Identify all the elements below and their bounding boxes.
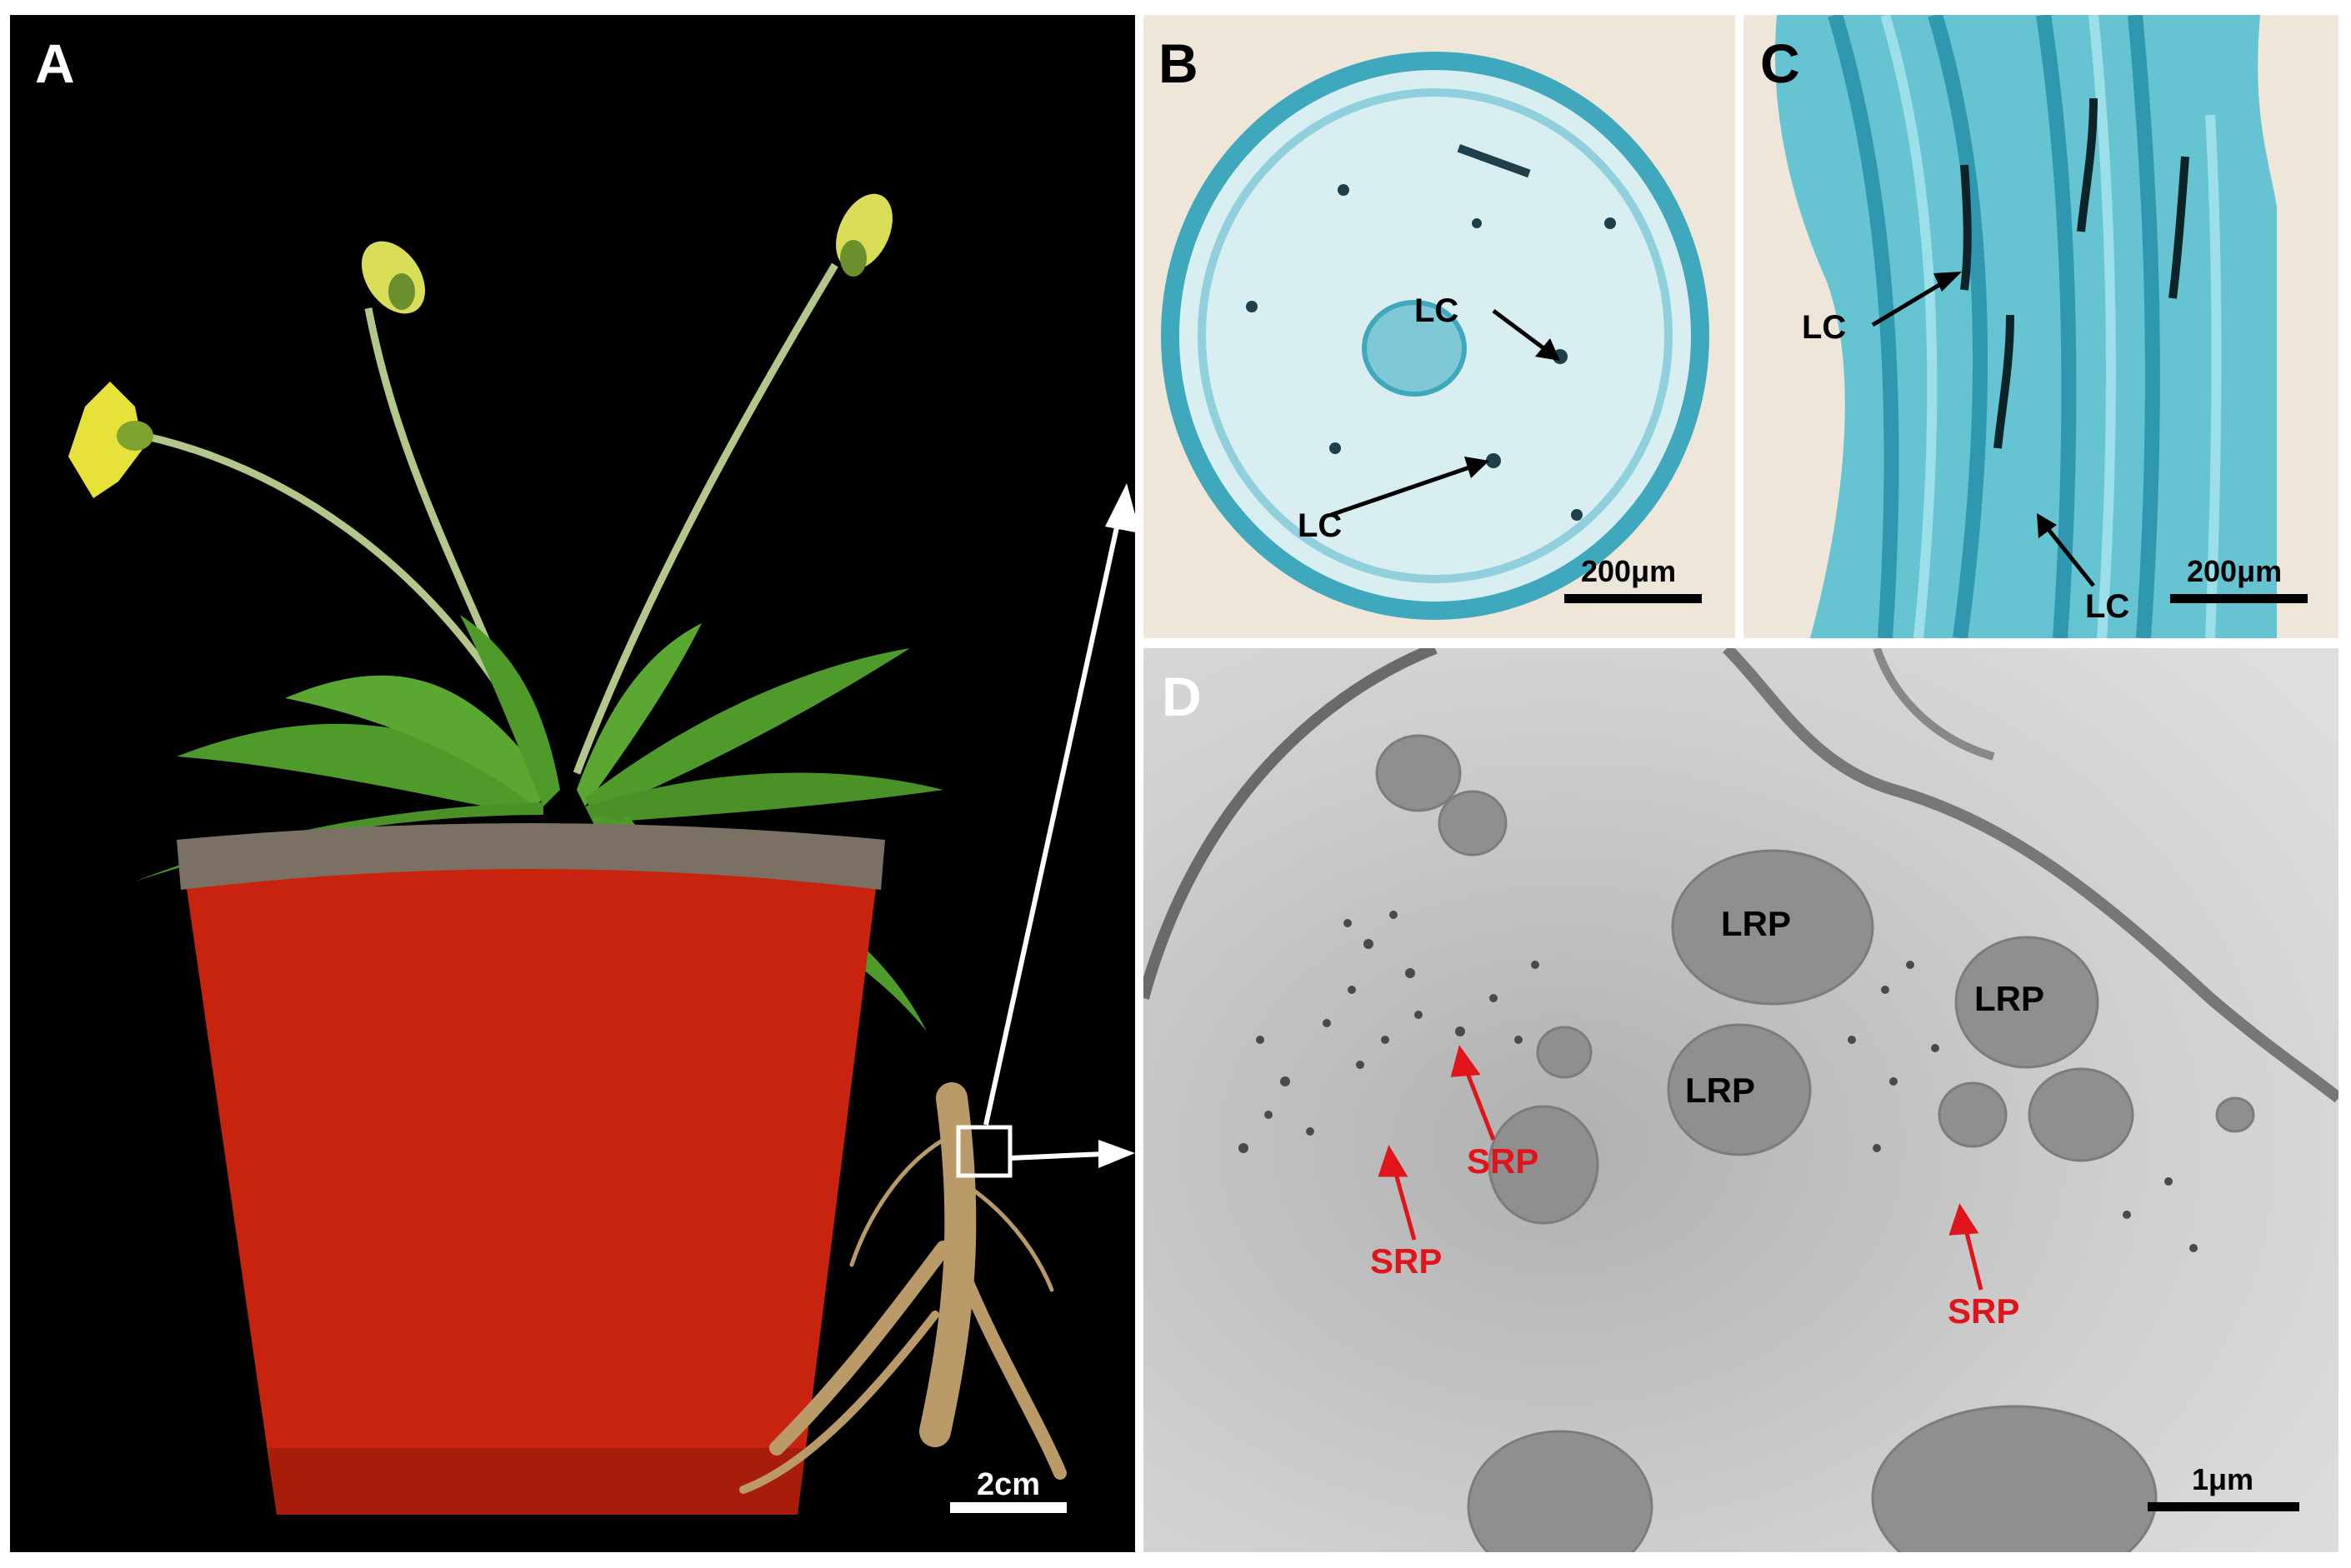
- annotation-lc: LC: [2085, 588, 2130, 625]
- scale-label-c: 200μm: [2187, 554, 2283, 588]
- cross-section-micrograph: [1161, 52, 1709, 620]
- flower-stalk: [143, 432, 530, 734]
- panel-label-a: A: [35, 32, 75, 94]
- flower-head: [836, 193, 893, 277]
- panel-label-d: D: [1162, 666, 1202, 727]
- panel-b: B LC LC 200μm: [1143, 15, 1735, 638]
- tem-micrograph: [1143, 648, 2338, 1552]
- annotation-lc: LC: [1802, 309, 1847, 346]
- longitudinal-section-micrograph: [1775, 15, 2277, 638]
- annotation-srp: SRP: [1467, 1141, 1539, 1181]
- root-selection-box: [956, 1125, 1013, 1178]
- flower-head: [68, 382, 153, 498]
- annotation-srp: SRP: [1948, 1291, 2020, 1331]
- annotation-lrp: LRP: [1721, 904, 1791, 943]
- annotation-lc: LC: [1414, 292, 1459, 329]
- panel-label-b: B: [1158, 32, 1198, 94]
- scale-bar-a: [950, 1502, 1067, 1513]
- annotation-lrp: LRP: [1974, 979, 2044, 1018]
- flower-head: [361, 241, 426, 314]
- flower-stalk: [573, 262, 838, 775]
- scale-label-d: 1μm: [2192, 1462, 2254, 1496]
- flower-pot: [177, 823, 885, 1515]
- scale-label-a: 2cm: [977, 1467, 1041, 1502]
- annotation-lrp: LRP: [1685, 1071, 1755, 1110]
- panel-c: C LC LC 200μm: [1743, 15, 2338, 638]
- annotation-srp: SRP: [1370, 1241, 1443, 1281]
- annotation-lc: LC: [1298, 507, 1343, 544]
- panel-label-c: C: [1760, 32, 1800, 94]
- plant-photo: [68, 193, 1067, 1515]
- panel-d: D LRP LRP LRP SRP SRP SRP 1μm: [1143, 648, 2338, 1552]
- scale-bar-c: [2170, 594, 2308, 603]
- scale-bar-d: [2148, 1502, 2299, 1511]
- scale-bar-b: [1564, 594, 1702, 603]
- scale-label-b: 200μm: [1581, 554, 1677, 588]
- panel-a: A 2cm: [10, 15, 1135, 1552]
